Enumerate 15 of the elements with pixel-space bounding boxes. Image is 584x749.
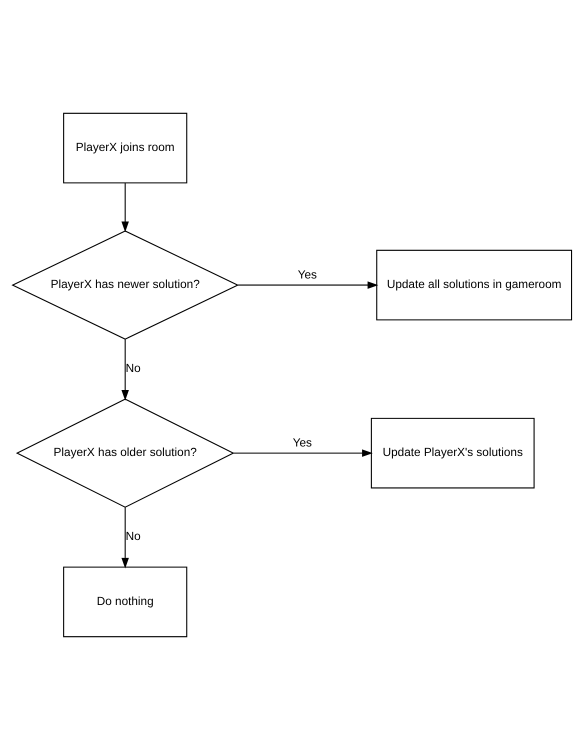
node-box: Update all solutions in gameroom <box>376 249 572 320</box>
node-diamond: PlayerX has older solution? <box>16 398 234 508</box>
arrow <box>121 507 129 568</box>
node-box: PlayerX joins room <box>63 112 188 183</box>
arrow <box>121 339 129 400</box>
arrow <box>121 182 129 232</box>
arrow <box>238 280 378 288</box>
arrow <box>233 448 373 456</box>
edge-label: Yes <box>298 268 317 281</box>
edge-label: No <box>126 530 141 543</box>
edge-label: No <box>126 362 141 375</box>
node-diamond: PlayerX has newer solution? <box>11 230 239 340</box>
node-box: Do nothing <box>63 566 188 637</box>
edge-label: Yes <box>292 436 312 450</box>
node-box: Update PlayerX's solutions <box>370 417 535 488</box>
